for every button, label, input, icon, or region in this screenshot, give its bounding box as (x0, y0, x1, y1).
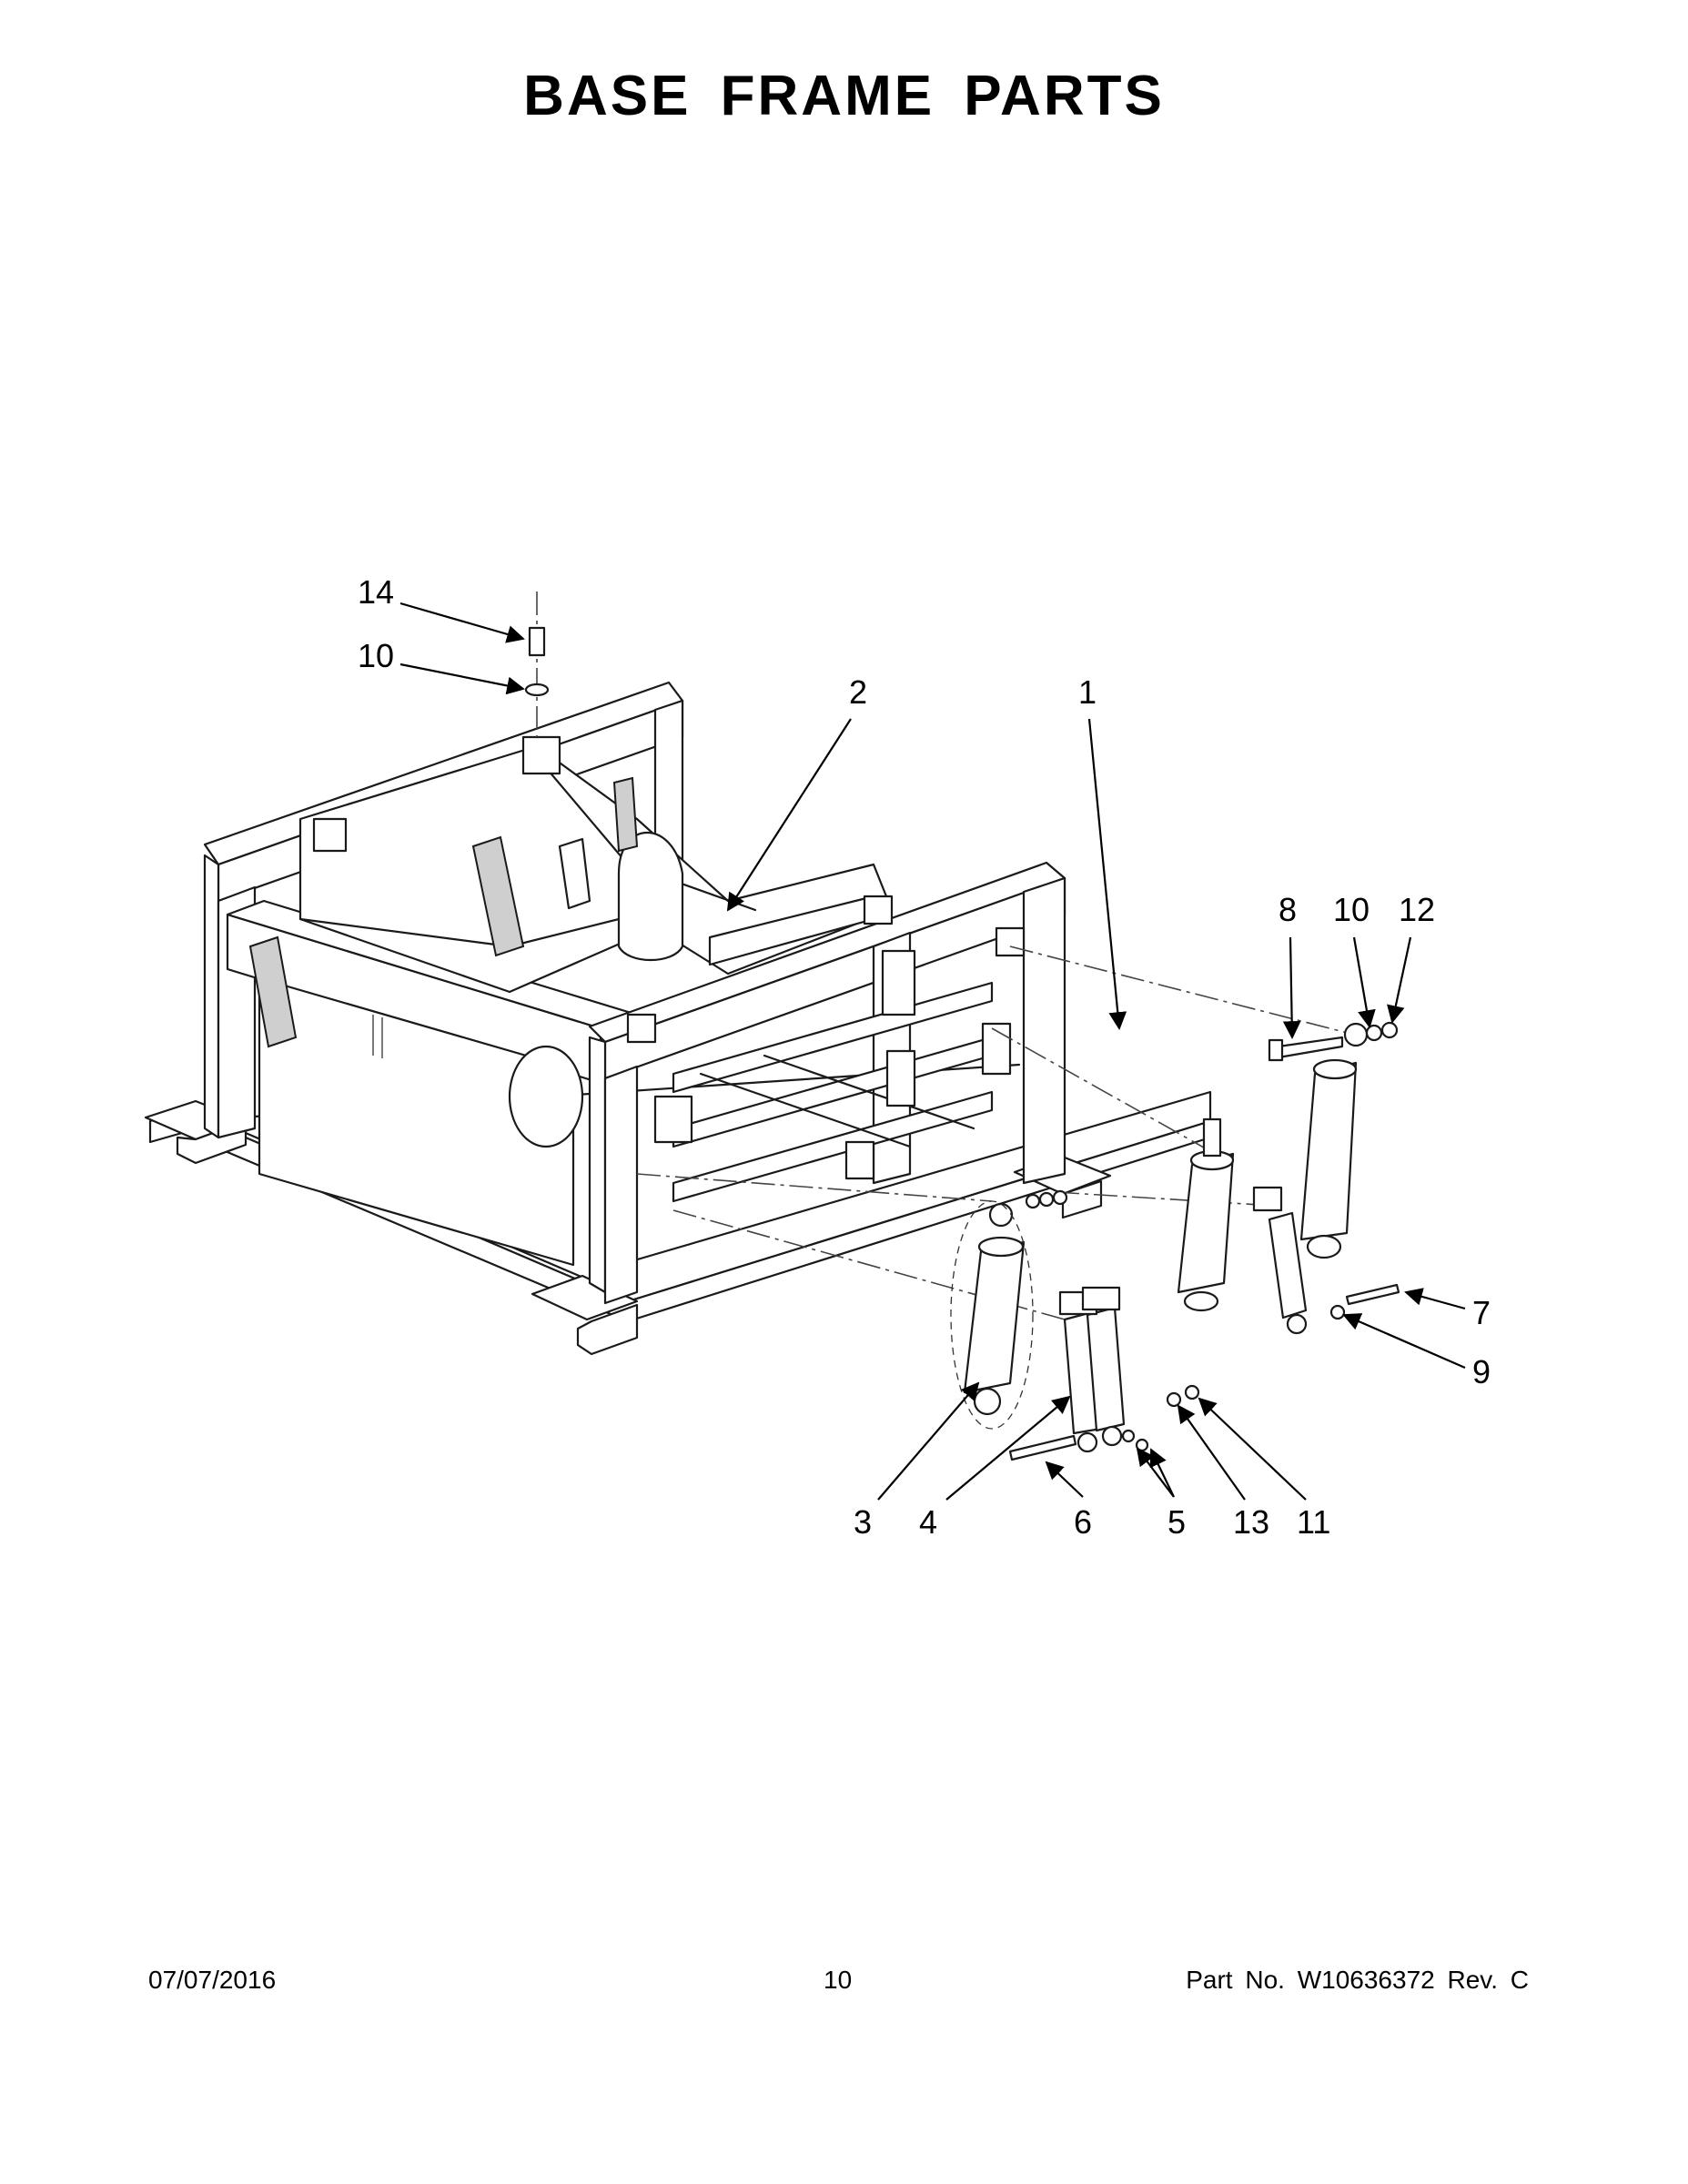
footer-date: 07/07/2016 (148, 1966, 277, 1994)
callout-12: 12 (1399, 891, 1435, 928)
callout-14: 14 (358, 573, 394, 611)
footer-part-number: Part No. W10636372 Rev. C (1186, 1966, 1529, 1994)
callout-1: 1 (1078, 673, 1097, 711)
callout-3: 3 (854, 1503, 872, 1541)
callout-4: 4 (919, 1503, 937, 1541)
callout-8: 8 (1279, 891, 1297, 928)
callout-10-right: 10 (1333, 891, 1370, 928)
callout-9: 9 (1472, 1353, 1491, 1390)
callout-2: 2 (849, 673, 867, 711)
callout-labels: 14 10 2 1 8 10 12 7 9 3 4 6 5 13 11 (358, 573, 1491, 1541)
callout-11: 11 (1297, 1503, 1330, 1541)
exploded-centerlines (536, 592, 1366, 1320)
callout-7: 7 (1472, 1294, 1491, 1331)
exploded-hardware (524, 626, 1400, 1461)
footer-page-number: 10 (824, 1966, 853, 1994)
page-title: BASE FRAME PARTS (523, 65, 1165, 127)
callout-6: 6 (1074, 1503, 1092, 1541)
installed-shocks (248, 776, 639, 1048)
base-frame (144, 681, 1212, 1356)
callout-5: 5 (1167, 1503, 1186, 1541)
callout-10-top: 10 (358, 637, 394, 674)
callout-13: 13 (1233, 1503, 1269, 1541)
leader-lines (399, 602, 1466, 1501)
